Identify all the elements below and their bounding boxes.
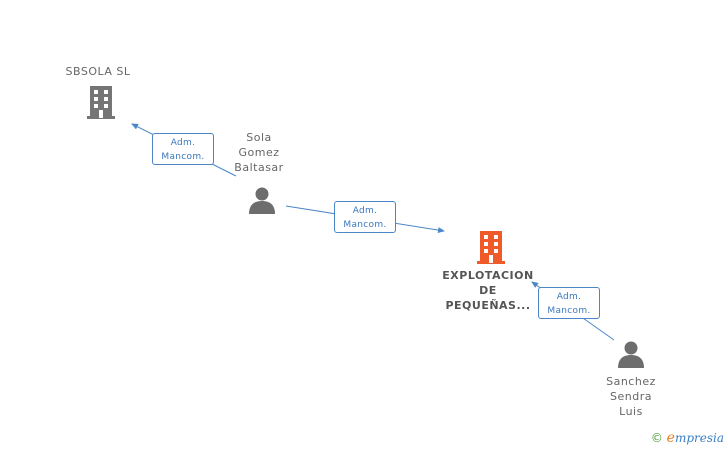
relation-role: Adm.: [170, 138, 196, 148]
relation-role: Mancom.: [343, 220, 387, 230]
relation-role: Adm.: [556, 292, 582, 302]
relation-badge[interactable]: Adm. Mancom.: [152, 133, 214, 165]
company-name-explotacion[interactable]: EXPLOTACION DE PEQUEÑAS...: [428, 268, 548, 313]
person-icon[interactable]: [247, 186, 277, 216]
building-icon[interactable]: [85, 84, 117, 120]
brand-letter-e: e: [666, 430, 675, 446]
relation-role: Adm.: [352, 206, 378, 216]
empresia-logo[interactable]: © empresia: [651, 430, 724, 446]
person-name-line: Sola: [246, 131, 272, 144]
company-name-sbsola[interactable]: SBSOLA SL: [65, 65, 131, 78]
brand-text: mpresia: [674, 431, 724, 445]
person-name-sanchez[interactable]: Sanchez Sendra Luis: [584, 374, 678, 419]
building-icon[interactable]: [475, 229, 507, 265]
person-name-sola[interactable]: Sola Gomez Baltasar: [214, 130, 304, 175]
relation-role: Mancom.: [161, 152, 205, 162]
company-name-line: EXPLOTACION: [442, 269, 534, 282]
person-name-line: Sanchez: [606, 375, 656, 388]
copyright-symbol: ©: [650, 431, 663, 445]
company-name-line: DE: [479, 284, 497, 297]
person-name-line: Baltasar: [234, 161, 284, 174]
relation-badge[interactable]: Adm. Mancom.: [538, 287, 600, 319]
person-icon[interactable]: [616, 340, 646, 370]
person-name-line: Gomez: [238, 146, 280, 159]
relation-role: Mancom.: [547, 306, 591, 316]
person-name-line: Sendra: [610, 390, 652, 403]
company-name-line: PEQUEÑAS...: [445, 299, 531, 312]
relation-badge[interactable]: Adm. Mancom.: [334, 201, 396, 233]
person-name-line: Luis: [619, 405, 643, 418]
